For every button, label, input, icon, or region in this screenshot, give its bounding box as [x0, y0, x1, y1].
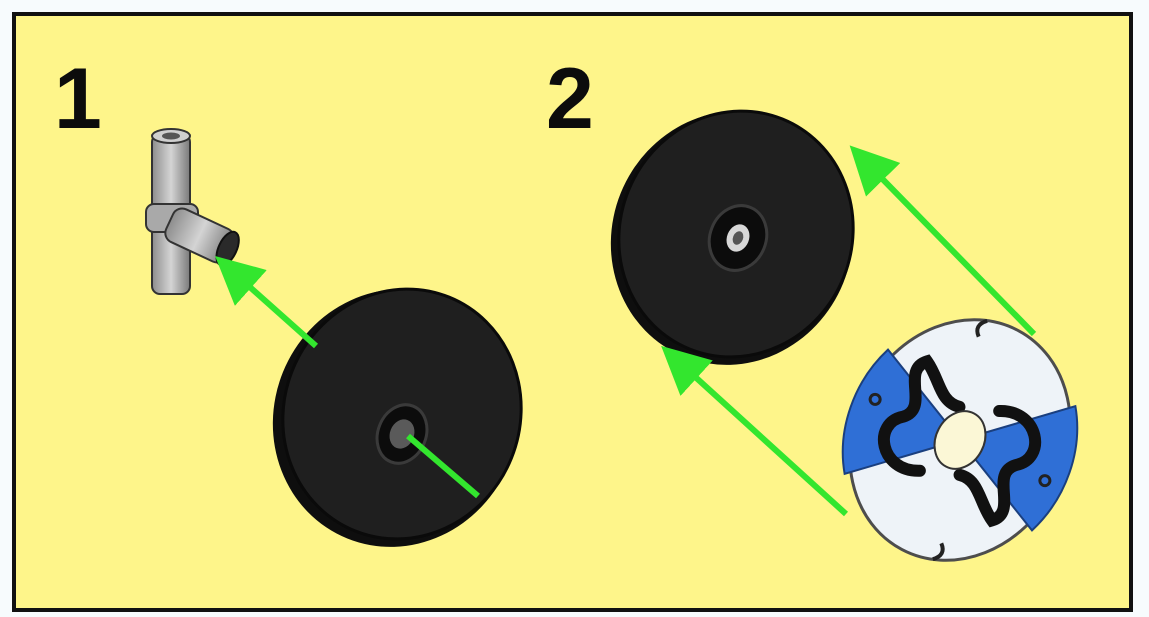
arrow-to-disc-top: [858, 154, 1034, 334]
shield-disc-icon: [801, 277, 1118, 603]
instruction-panel: 1 2: [12, 12, 1133, 612]
assembly-scene: [16, 16, 1133, 612]
black-disc-icon: [573, 74, 891, 401]
black-disc-icon: [234, 252, 558, 584]
arrow-to-disc-bottom: [670, 354, 846, 514]
arrow-to-connector: [224, 264, 316, 346]
